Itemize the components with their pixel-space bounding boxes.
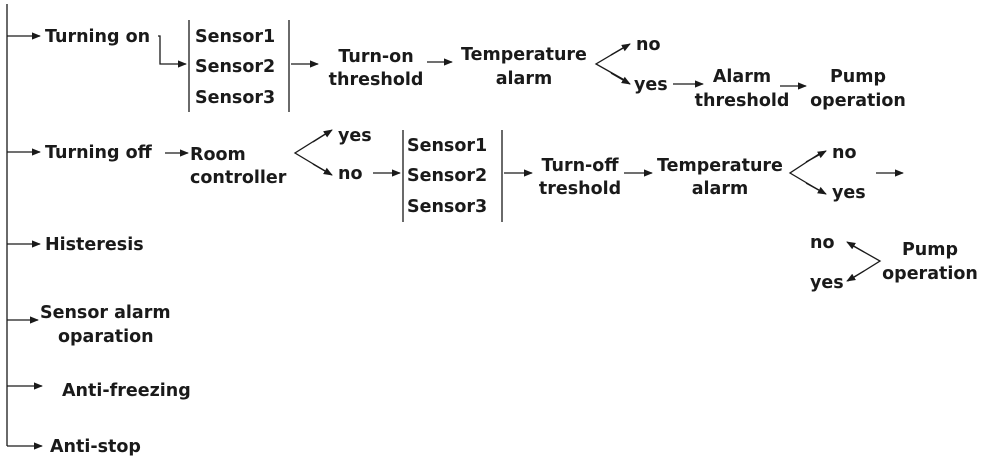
pump-operation-on-line2: operation (810, 91, 906, 111)
arrow-turning-on-to-sensors (158, 35, 187, 68)
branch-sensor-alarm-line1: Sensor alarm (40, 303, 171, 323)
pump-operation-off-line1: Pump (902, 240, 958, 260)
branch-turning-off: Turning off (45, 143, 153, 163)
temp-alarm-on-line2: alarm (496, 69, 552, 89)
sensor-off-3: Sensor3 (407, 197, 487, 217)
turn-off-threshold-line2: treshold (539, 179, 621, 199)
pump-operation-off-line2: operation (882, 264, 978, 284)
turning-off-connectors (165, 129, 904, 282)
pump-off-no: no (810, 233, 834, 253)
trunk-connectors (6, 4, 43, 450)
pump-operation-on-line1: Pump (830, 67, 886, 87)
turn-on-threshold-line2: threshold (329, 70, 424, 90)
arrow-pump-to-yes (846, 270, 865, 282)
split-room-controller (293, 130, 331, 175)
turning-on-connectors (158, 20, 807, 112)
split-pump-operation (847, 242, 882, 282)
room-controller-no: no (338, 164, 362, 184)
arrow-to-no-room (312, 163, 333, 176)
room-controller-yes: yes (338, 126, 372, 146)
temp-alarm-off-yes: yes (832, 183, 866, 203)
temp-alarm-off-no: no (832, 143, 856, 163)
room-controller-line1: Room (190, 145, 246, 165)
arrow-to-no-on (610, 43, 631, 56)
sensor-off-2: Sensor2 (407, 166, 487, 186)
branch-turning-on: Turning on (45, 27, 150, 47)
temp-alarm-on-no: no (636, 35, 660, 55)
temp-alarm-off-line2: alarm (692, 179, 748, 199)
sensor-on-2: Sensor2 (195, 57, 275, 77)
branch-sensor-alarm-line2: oparation (58, 327, 154, 347)
temp-alarm-on-yes: yes (634, 75, 668, 95)
branch-histeresis: Histeresis (45, 235, 144, 255)
arrow-to-no-off (805, 150, 827, 163)
temp-alarm-off-line1: Temperature (657, 156, 783, 176)
turn-off-threshold-line1: Turn-off (541, 156, 619, 176)
arrow-to-yes-room (312, 129, 333, 143)
split-temp-alarm-off (788, 151, 823, 193)
alarm-threshold-line2: threshold (695, 91, 790, 111)
branch-anti-freezing: Anti-freezing (62, 381, 191, 401)
split-temp-alarm-on (594, 44, 629, 83)
sensor-off-1: Sensor1 (407, 136, 487, 156)
sensor-on-3: Sensor3 (195, 88, 275, 108)
arrow-to-yes-off (805, 182, 827, 195)
alarm-threshold-line1: Alarm (713, 67, 771, 87)
sensor-on-1: Sensor1 (195, 27, 275, 47)
temp-alarm-on-line1: Temperature (461, 45, 587, 65)
pump-off-yes: yes (810, 273, 844, 293)
arrow-to-yes-on (610, 72, 631, 85)
turn-on-threshold-line1: Turn-on (338, 47, 413, 67)
arrow-pump-to-no (846, 241, 865, 253)
room-controller-line2: controller (190, 168, 287, 188)
branch-anti-stop: Anti-stop (50, 437, 141, 457)
